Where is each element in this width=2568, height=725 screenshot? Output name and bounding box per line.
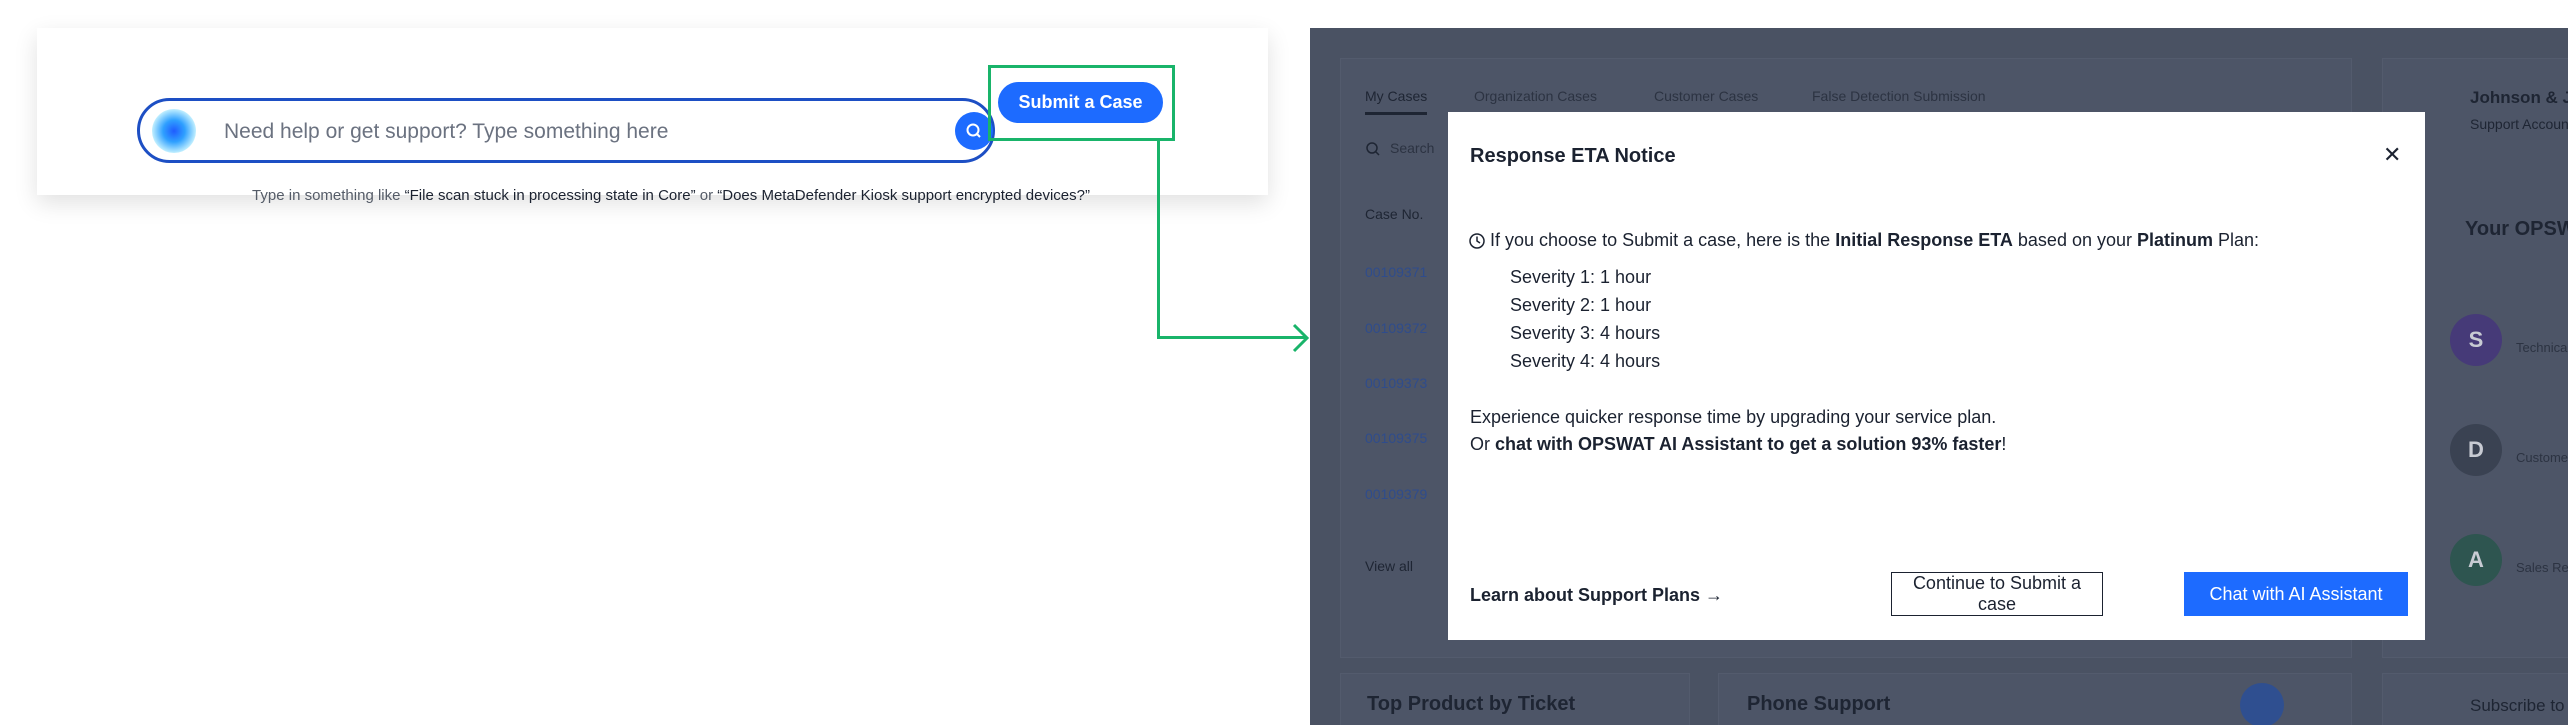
case-search[interactable]: Search <box>1390 140 1435 156</box>
chat-promo: Or chat with OPSWAT AI Assistant to get … <box>1470 434 2007 454</box>
search-placeholder: Need help or get support? Type something… <box>224 120 669 143</box>
hint-example[interactable]: “Does MetaDefender Kiosk support encrypt… <box>717 187 1090 204</box>
case-no-header: Case No. <box>1365 206 1424 222</box>
connector-line <box>1157 141 1160 339</box>
view-all-link[interactable]: View all <box>1365 558 1413 574</box>
search-icon <box>966 123 981 138</box>
tab-false-detection[interactable]: False Detection Submission <box>1812 88 1986 104</box>
team-role: Customer Success <box>2516 450 2568 465</box>
team-title: Your OPSWAT Team <box>2465 218 2568 240</box>
severity-item: Severity 2: 1 hour <box>1510 295 1652 315</box>
search-icon <box>1366 142 1380 156</box>
team-role: Technical Account Manager <box>2516 340 2568 355</box>
connector-line <box>1157 336 1305 339</box>
phone-icon <box>2240 683 2284 725</box>
avatar: S <box>2450 314 2502 366</box>
tab-my-cases[interactable]: My Cases <box>1365 88 1428 104</box>
avatar: A <box>2450 534 2502 586</box>
card-title: Phone Support <box>1747 693 1891 715</box>
highlight-box <box>988 65 1175 141</box>
card-panel <box>2382 673 2568 725</box>
submit-case-button[interactable]: Submit a Case <box>998 82 1163 123</box>
case-link[interactable]: 00109379 <box>1365 486 1428 502</box>
response-eta-modal: Response ETA Notice ✕ If you choose to S… <box>1448 112 2425 640</box>
hint-prefix: Type in something like <box>252 187 405 204</box>
support-account-label: Support Account: <box>2470 116 2568 132</box>
search-input[interactable]: Need help or get support? Type something… <box>137 98 995 163</box>
severity-item: Severity 4: 4 hours <box>1510 351 1661 371</box>
active-tab-underline <box>1365 112 1427 115</box>
tab-customer-cases[interactable]: Customer Cases <box>1654 88 1759 104</box>
card-panel <box>1340 673 1690 725</box>
card-title: Top Product by Ticket <box>1367 693 1576 715</box>
hint-example[interactable]: “File scan stuck in processing state in … <box>404 187 696 204</box>
learn-support-plans-link[interactable]: Learn about Support Plans → <box>1470 585 1724 605</box>
modal-title: Response ETA Notice <box>1470 145 1676 167</box>
team-role: Sales Representative <box>2516 560 2568 575</box>
close-icon[interactable]: ✕ <box>2383 142 2402 167</box>
search-button[interactable] <box>955 112 993 150</box>
avatar: D <box>2450 424 2502 476</box>
upgrade-text: Experience quicker response time by upgr… <box>1470 407 1997 427</box>
case-link[interactable]: 00109375 <box>1365 430 1428 446</box>
case-link[interactable]: 00109371 <box>1365 264 1428 280</box>
case-link[interactable]: 00109372 <box>1365 320 1428 336</box>
tab-organization-cases[interactable]: Organization Cases <box>1474 88 1597 104</box>
arrow-head-icon <box>1292 323 1310 353</box>
severity-item: Severity 3: 4 hours <box>1510 323 1661 343</box>
severity-item: Severity 1: 1 hour <box>1510 267 1652 287</box>
clock-icon <box>1469 233 1485 249</box>
account-name: Johnson & Johnson <box>2470 88 2568 107</box>
continue-submit-button[interactable]: Continue to Submit a case <box>1891 572 2103 616</box>
hint-or: or <box>695 187 718 204</box>
support-dashboard: My Cases Organization Cases Customer Cas… <box>1310 28 2568 725</box>
card-title: Subscribe to Critical Alerts <box>2470 696 2568 715</box>
case-link[interactable]: 00109373 <box>1365 375 1428 391</box>
chat-ai-assistant-button[interactable]: Chat with AI Assistant <box>2184 572 2408 616</box>
ai-orb-icon <box>152 109 196 153</box>
intro-text: If you choose to Submit a case, here is … <box>1490 230 2260 250</box>
search-hint: Type in something like “File scan stuck … <box>37 187 1305 204</box>
